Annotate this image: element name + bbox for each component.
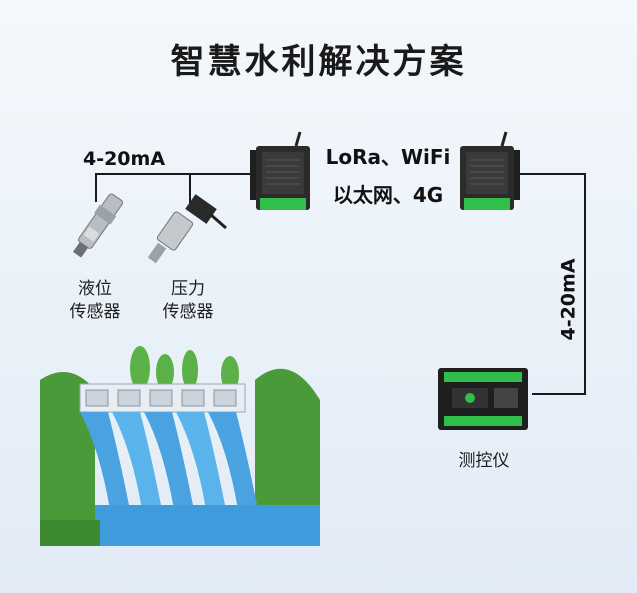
left-signal-label: 4-20mA [82,148,166,170]
wire-right [516,173,586,395]
connection-wires [95,173,586,395]
dam-illustration [40,346,320,546]
level-sensor-line1: 液位 [78,279,112,299]
wire-left [95,173,256,202]
pressure-sensor-line2: 传感器 [162,302,214,322]
page-title: 智慧水利解决方案 [170,42,467,82]
level-sensor-label: 液位 传感器 [55,278,135,324]
pressure-sensor-icon [147,194,227,264]
pressure-sensor-line1: 压力 [171,279,205,299]
controller-icon [438,368,528,430]
gateway-right [460,131,520,210]
controller-label: 测控仪 [458,451,510,471]
pressure-sensor-label: 压力 传感器 [148,278,228,324]
level-sensor-icon [72,193,124,258]
protocols-line2: 以太网、4G [332,183,444,207]
protocols-line1: LoRa、WiFi [325,145,451,169]
level-sensor-line2: 传感器 [69,302,121,322]
right-signal-label: 4-20mA [557,258,580,341]
gateway-left [250,131,310,210]
